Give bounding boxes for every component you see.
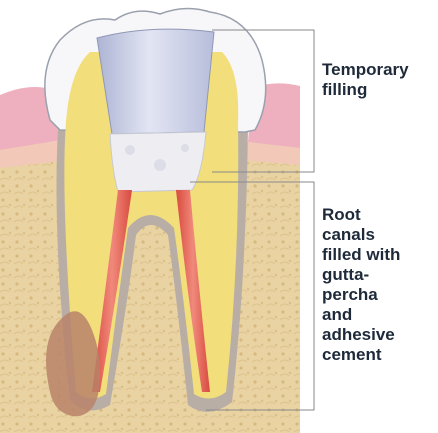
label-root-canals: Root canals filled with gutta- percha an… [322,205,434,365]
label-line: filling [322,80,434,100]
label-line: filled with [322,245,434,265]
label-line: canals [322,225,434,245]
label-line: Root [322,205,434,225]
label-line: Temporary [322,60,434,80]
label-line: adhesive [322,325,434,345]
label-line: gutta- [322,265,434,285]
label-line: and [322,305,434,325]
label-temporary-filling: Temporary filling [322,60,434,100]
label-line: cement [322,345,434,365]
label-line: percha [322,285,434,305]
temporary-filling [97,29,214,134]
